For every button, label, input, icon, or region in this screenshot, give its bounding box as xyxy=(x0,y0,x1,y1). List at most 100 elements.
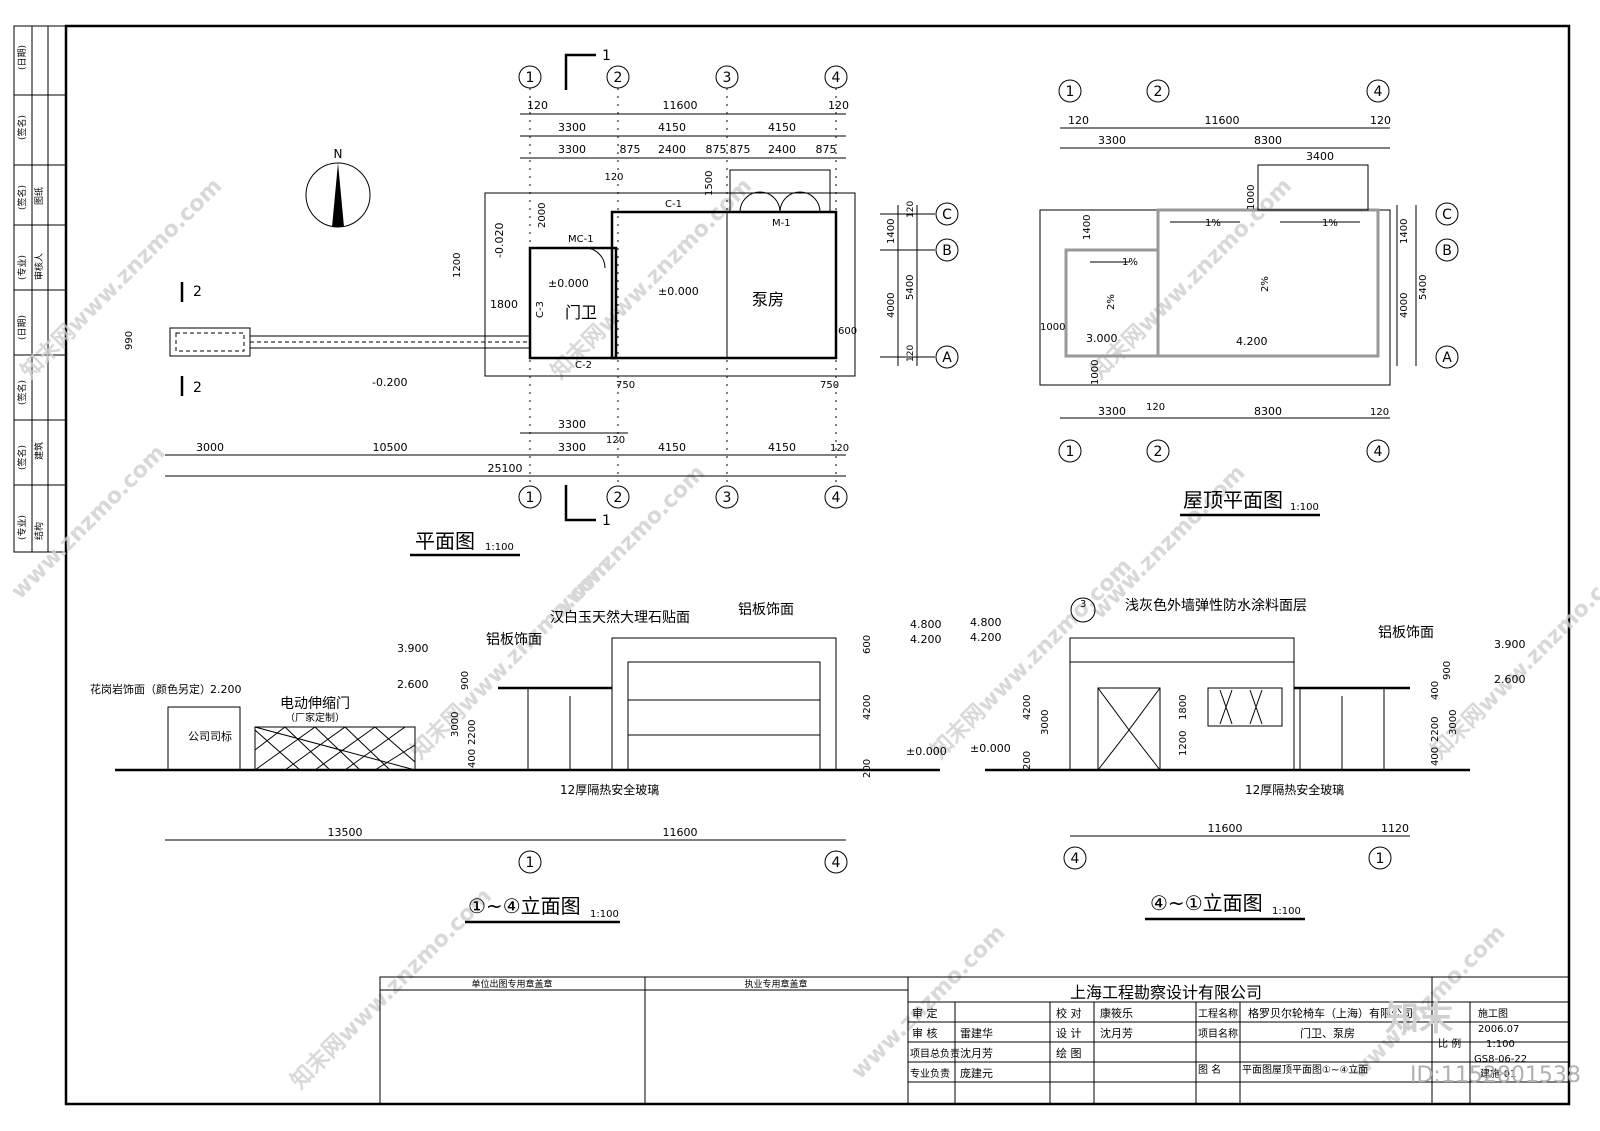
note-text: 12厚隔热安全玻璃 xyxy=(1245,782,1344,797)
dim-text: 200 xyxy=(862,759,873,778)
tb-label: 校 对 xyxy=(1056,1006,1082,1020)
axis-label: 1 xyxy=(526,855,535,871)
north-label: N xyxy=(334,147,343,161)
dim-text: 600 xyxy=(862,635,873,654)
dim-text: 4150 xyxy=(658,121,686,134)
tb-value: 沈月芳 xyxy=(1100,1026,1133,1040)
strip-cell: (签名) xyxy=(16,115,28,140)
axis-label: 1 xyxy=(1376,851,1385,867)
section-marks: 1 1 2 2 xyxy=(180,48,611,529)
axis-label: 4 xyxy=(832,490,841,506)
dim-text: 400 xyxy=(1430,747,1441,766)
axis-label: 2 xyxy=(1154,444,1163,460)
tb-value: 庞建元 xyxy=(960,1066,993,1080)
tb-value: 1:100 xyxy=(1486,1039,1515,1050)
dim-text: 8300 xyxy=(1254,405,1282,418)
dim-text: 120 xyxy=(606,435,625,446)
dim-text: 1400 xyxy=(1082,215,1093,240)
brand-overlay: 知末 ID:1152801538 xyxy=(1385,999,1581,1088)
strip-cell: 结构 xyxy=(33,522,45,540)
elev-b-scale: 1:100 xyxy=(1272,906,1301,917)
dim-text: 3000 xyxy=(1448,710,1459,735)
strip-cell: (日期) xyxy=(17,45,28,70)
dim-text: 3300 xyxy=(1098,134,1126,147)
watermark: 知末网www.znzmo.com xyxy=(406,553,617,764)
plan-dims-bottom: 3300 120 3000 10500 3300 4150 4150 120 2… xyxy=(165,418,849,477)
level-text: 4.800 xyxy=(910,618,942,631)
tb-value: 施工图 xyxy=(1478,1007,1508,1020)
slope-text: 2% xyxy=(1106,294,1117,310)
tb-value: 平面图屋顶平面图①~④立面 xyxy=(1242,1063,1368,1076)
axis-label: 2 xyxy=(614,70,623,86)
tb-label: 比 例 xyxy=(1438,1037,1461,1050)
dim-text: 120 xyxy=(1146,402,1165,413)
tb-value: 门卫、泵房 xyxy=(1300,1026,1355,1040)
dim-text: 2400 xyxy=(768,143,796,156)
note-text: 铝板饰面 xyxy=(486,632,542,648)
tb-label: 工程名称 xyxy=(1198,1007,1238,1020)
dim-text: 4000 xyxy=(1399,293,1410,318)
level-text: 4.800 xyxy=(970,616,1002,629)
dim-text: 400 xyxy=(1430,681,1441,700)
dim-text: 1120 xyxy=(1381,822,1409,835)
tb-label: 专业负责 xyxy=(910,1067,950,1080)
dim-text: 10500 xyxy=(373,441,408,454)
slope-text: 1% xyxy=(1322,218,1338,229)
sheet-frame xyxy=(13,24,1571,1106)
elevation-b: 浅灰色外墙弹性防水涂料面层 铝板饰面 12厚隔热安全玻璃 3 4.800 4.2… xyxy=(970,597,1526,921)
elevation-a: 公司司标 汉白玉天然大理石贴面 铝板饰面 铝板饰面 花岗岩饰面（颜色另定） 2.… xyxy=(90,602,947,924)
axis-label: 4 xyxy=(1374,444,1383,460)
axis-label: 4 xyxy=(832,70,841,86)
dim-text: 11600 xyxy=(663,826,698,839)
note-text: 铝板饰面 xyxy=(1378,625,1434,641)
dim-text: 11600 xyxy=(1205,114,1240,127)
note-text: 铝板饰面 xyxy=(738,602,794,618)
dim-text: 1000 xyxy=(1040,322,1065,333)
slope-text: 1% xyxy=(1122,257,1138,268)
dim-text: 11600 xyxy=(1208,822,1243,835)
window-label: C-1 xyxy=(665,199,682,210)
level-text: 4.200 xyxy=(910,633,942,646)
dim-text: 4150 xyxy=(658,441,686,454)
section-label: 2 xyxy=(193,380,202,396)
note-text: 12厚隔热安全玻璃 xyxy=(560,782,659,797)
strip-cell: 建筑 xyxy=(33,442,45,460)
dim-text: 2200 xyxy=(467,720,478,745)
dim-text: 3000 xyxy=(1040,710,1051,735)
dim-text: 1800 xyxy=(490,298,518,311)
note-text: 电动伸缩门 xyxy=(280,696,350,712)
axis-label: B xyxy=(942,243,952,259)
dim-text: 120 xyxy=(604,172,623,183)
dim-text: 2200 xyxy=(1430,717,1441,742)
window-label: C-3 xyxy=(535,301,546,318)
tb-label: 审 定 xyxy=(912,1006,938,1020)
level-text: ±0.000 xyxy=(548,277,589,290)
level-text: 3.900 xyxy=(1494,638,1526,651)
dim-text: 1200 xyxy=(1178,731,1189,756)
dim-text: 900 xyxy=(1442,661,1453,680)
dim-text: 1000 xyxy=(1090,360,1101,385)
axis-label: 1 xyxy=(526,490,535,506)
dim-text: 120 xyxy=(828,99,849,112)
dim-text: 400 xyxy=(467,749,478,768)
plan-building: C-1 C-2 C-3 MC-1 M-1 门卫 泵房 ±0.000 ±0.000… xyxy=(452,169,857,391)
brand-logo: 知末 xyxy=(1385,999,1453,1039)
axis-label: 1 xyxy=(1066,84,1075,100)
dim-text: 1400 xyxy=(886,219,897,244)
dim-text: 1800 xyxy=(1178,695,1189,720)
dim-text: 4150 xyxy=(768,441,796,454)
level-text: ±0.000 xyxy=(970,742,1011,755)
dim-text: 4200 xyxy=(1022,695,1033,720)
tb-label: 图 名 xyxy=(1198,1063,1221,1076)
level-text: -0.200 xyxy=(372,376,407,389)
dim-text: 120 xyxy=(1370,407,1389,418)
dim-text: 2000 xyxy=(537,203,548,228)
note-text: 浅灰色外墙弹性防水涂料面层 xyxy=(1125,597,1307,614)
elev-a-scale: 1:100 xyxy=(590,909,619,920)
level-text: 2.600 xyxy=(1494,673,1526,686)
axis-label: 3 xyxy=(723,70,732,86)
dim-text: 990 xyxy=(124,331,135,350)
strip-cell: 审核人 xyxy=(33,253,45,280)
dim-text: 875 xyxy=(730,143,751,156)
tb-value: 建施-01 xyxy=(1480,1067,1516,1080)
